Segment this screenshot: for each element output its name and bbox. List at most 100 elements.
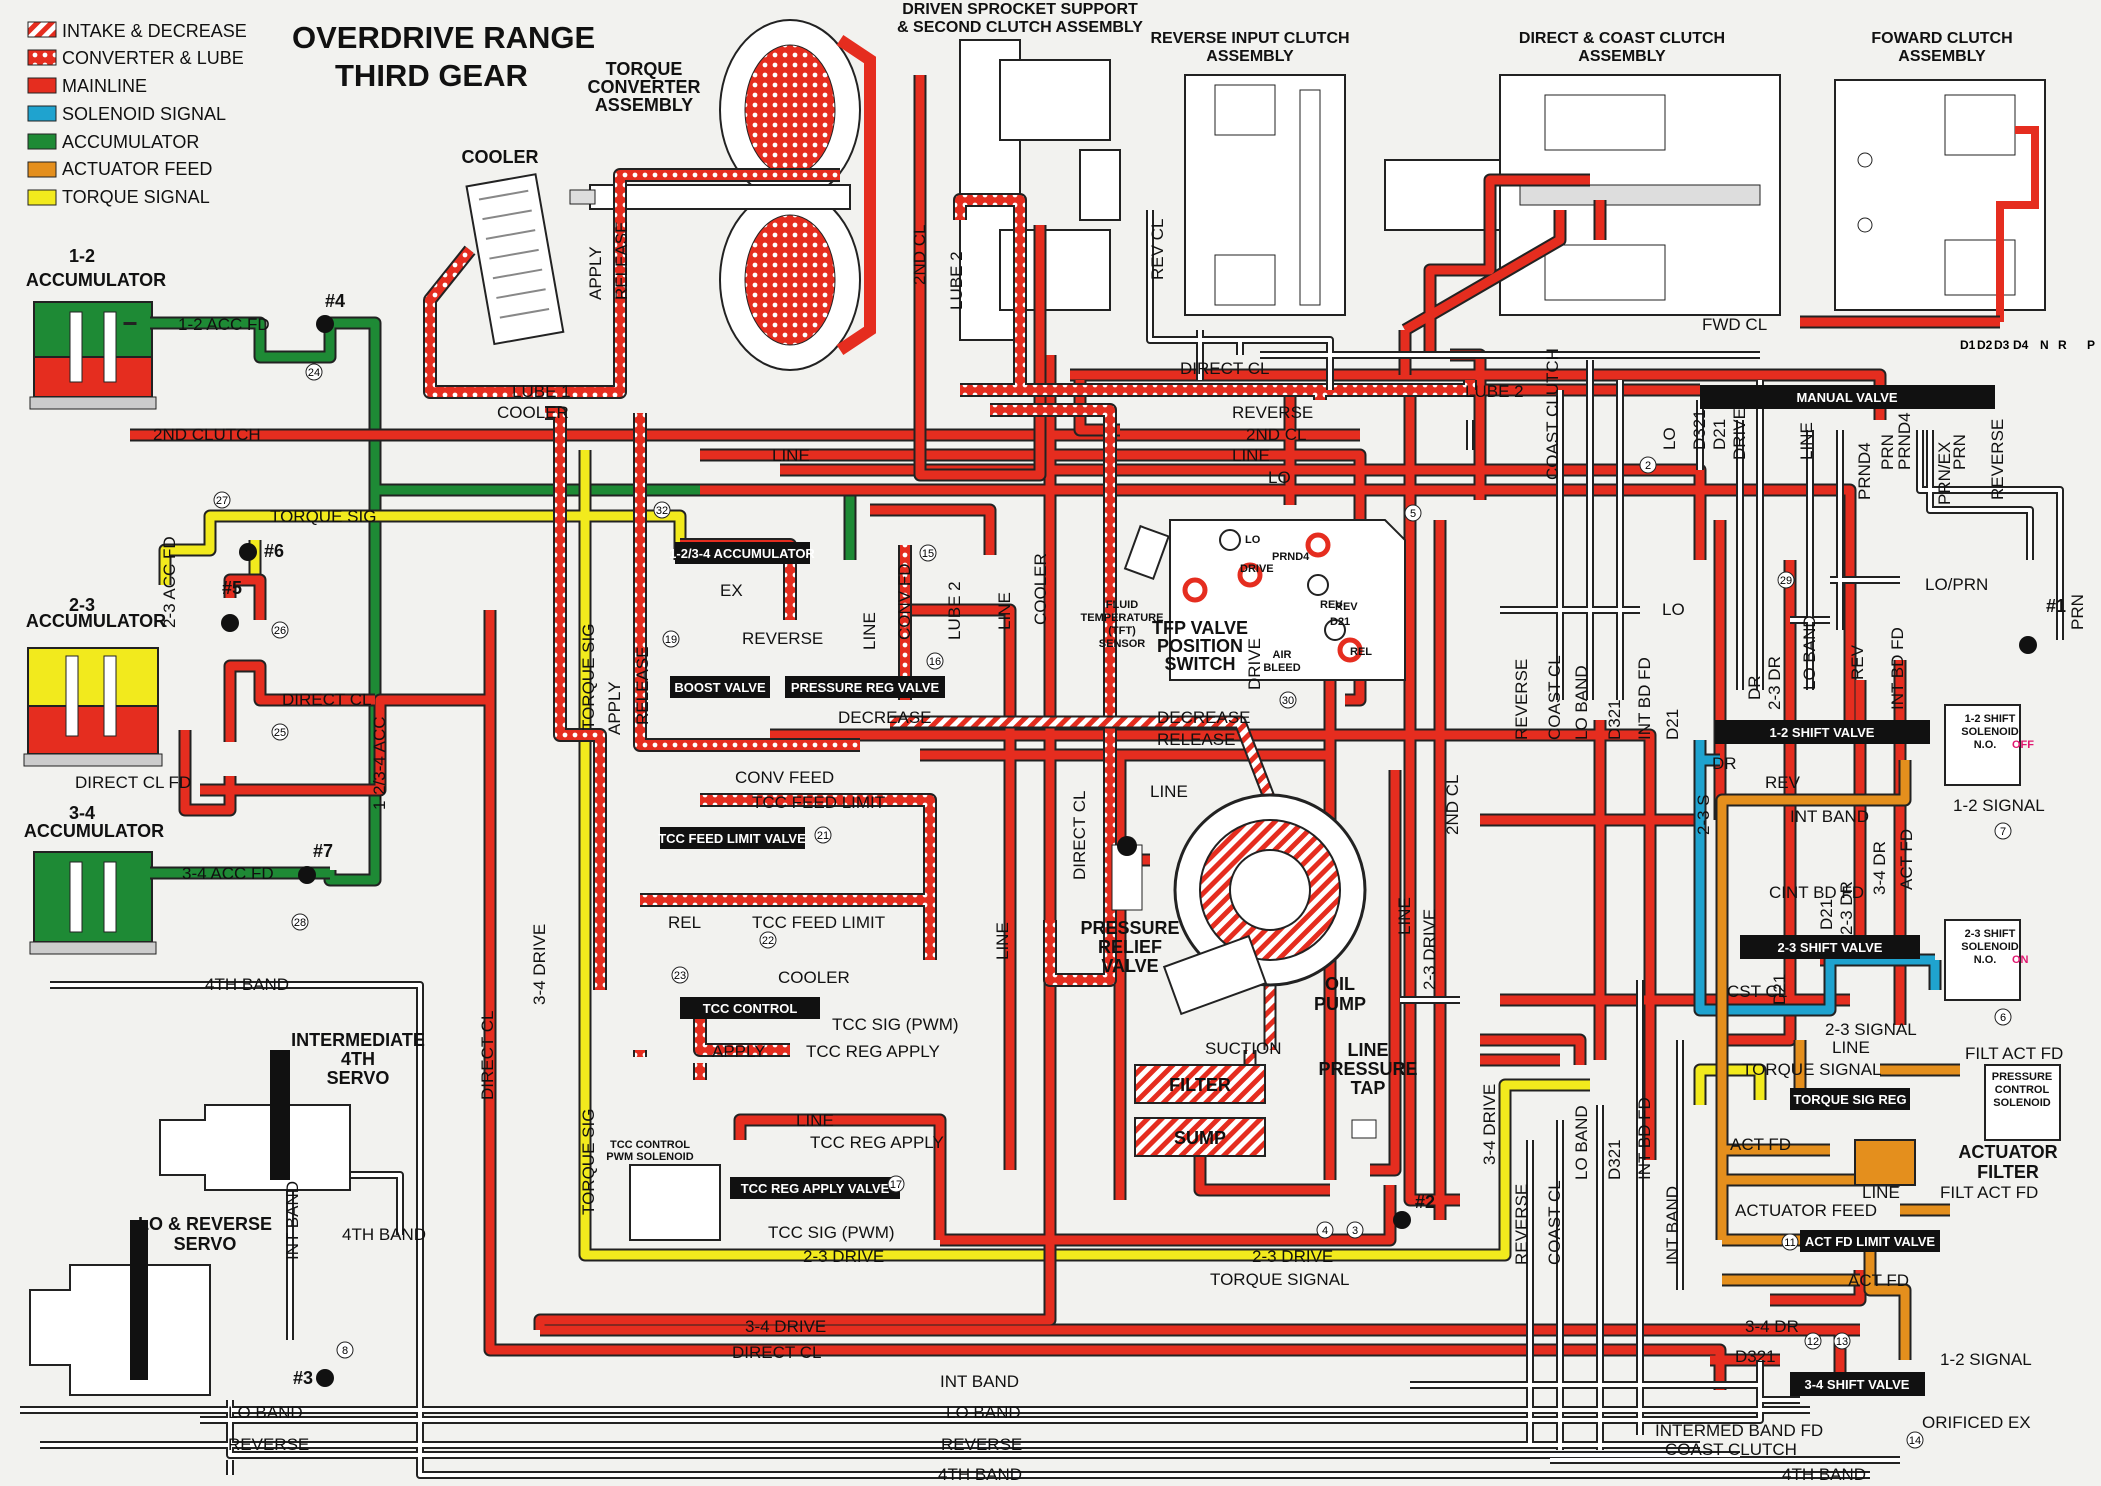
label-text: PWM SOLENOID bbox=[606, 1151, 693, 1163]
label-text: 22 bbox=[762, 935, 774, 947]
orifice-19: 19 bbox=[662, 630, 680, 648]
label-text: 2-3 bbox=[69, 595, 95, 615]
orifice-15: 15 bbox=[919, 544, 937, 562]
legend-mainline: MAINLINE bbox=[62, 76, 147, 96]
actuator-filter: ACTUATOR FILTER bbox=[1854, 1139, 2058, 1186]
label-text: APPLY bbox=[605, 681, 624, 735]
label-text: #1 bbox=[2046, 596, 2066, 616]
label-text: 1-2/3-4 ACC bbox=[370, 716, 389, 810]
label-text: (TFT) bbox=[1108, 625, 1136, 637]
manual-positions: D1 D2 D3 D4 N R P bbox=[1960, 338, 2095, 352]
label-text: ACT FD bbox=[1897, 829, 1916, 890]
label-text: 30 bbox=[1282, 695, 1294, 707]
label-text: PRN bbox=[1878, 434, 1897, 470]
valve-torque-sig-reg bbox=[1790, 1088, 1910, 1110]
label-text: 1-2 bbox=[69, 246, 95, 266]
label-text: 3-4 DRIVE bbox=[745, 1317, 826, 1336]
label-text: 2ND CL bbox=[1246, 425, 1306, 444]
orifice-7: 7 bbox=[1994, 822, 2012, 840]
label-text: SERVO bbox=[327, 1068, 390, 1088]
legend-torque: TORQUE SIGNAL bbox=[62, 187, 210, 207]
label-text: LO BAND bbox=[1800, 615, 1819, 690]
label-text: REV bbox=[1765, 773, 1801, 792]
forward-clutch-assembly: FOWARD CLUTCH ASSEMBLY bbox=[1834, 30, 2046, 322]
label-text: PRND4 bbox=[1895, 412, 1914, 470]
orifice-29: 29 bbox=[1777, 571, 1795, 589]
checkball-1 bbox=[2019, 636, 2037, 654]
label-text: D321 bbox=[1735, 1347, 1776, 1366]
label-text: LUBE 2 bbox=[947, 251, 966, 310]
label-text: LINE bbox=[1797, 422, 1816, 460]
orifice-22: 22 bbox=[759, 931, 777, 949]
label-text: COOLER bbox=[1031, 553, 1050, 625]
pressure-relief-valve: PRESSURE RELIEF VALVE bbox=[1080, 836, 1180, 976]
lo-reverse-servo: LO & REVERSE SERVO bbox=[29, 1214, 272, 1396]
label-text: CONV FEED bbox=[735, 768, 834, 787]
label-text: ACTUATOR FEED bbox=[1735, 1201, 1877, 1220]
shift-solenoid-2-3 bbox=[1944, 919, 2021, 1001]
label-text: LO bbox=[1268, 468, 1291, 487]
label-text: LINE bbox=[860, 612, 879, 650]
label-text: TORQUE SIG REG bbox=[1793, 1092, 1906, 1107]
label-text: 27 bbox=[216, 495, 228, 507]
label-text: 3-4 DR bbox=[1870, 841, 1889, 895]
label-text: COOLER bbox=[497, 403, 569, 422]
label-text: TCC FEED LIMIT VALVE bbox=[658, 831, 806, 846]
label-text: ASSEMBLY bbox=[595, 95, 693, 115]
valve-act-fd-limit bbox=[1800, 1230, 1940, 1252]
label-text: LINE bbox=[993, 922, 1012, 960]
label-text: 2-3 SHIFT bbox=[1965, 928, 2016, 940]
label-text: 11 bbox=[1784, 1237, 1795, 1249]
label-text: 2-3 S bbox=[1694, 794, 1713, 835]
label-text: CINT BD FD bbox=[1769, 883, 1864, 902]
label-text: 13 bbox=[1836, 1336, 1848, 1348]
label-text: LINE bbox=[1862, 1183, 1900, 1202]
label-text: TORQUE SIGNAL bbox=[1742, 1060, 1882, 1079]
label-text: SUCTION bbox=[1205, 1039, 1282, 1058]
label-text: #4 bbox=[325, 291, 345, 311]
label-text: 1-2 SHIFT VALVE bbox=[1770, 725, 1875, 740]
label-text: ACCUMULATOR bbox=[26, 270, 166, 290]
label-text: 3-4 SHIFT VALVE bbox=[1805, 1377, 1910, 1392]
valve-shift-2-3 bbox=[1740, 935, 1920, 959]
label-text: DECREASE bbox=[838, 708, 932, 727]
label-text: INT BD FD bbox=[1888, 627, 1907, 710]
label-text: INT BAND bbox=[940, 1372, 1019, 1391]
label-text: 2-3 DR bbox=[1837, 881, 1856, 935]
orifice-14: 14 bbox=[1906, 1431, 1924, 1449]
label-text: 21 bbox=[817, 830, 829, 842]
label-text: DIRECT & COAST CLUTCH bbox=[1519, 30, 1725, 47]
label-text: TORQUE bbox=[606, 59, 683, 79]
label-text: CST CL bbox=[1727, 982, 1787, 1001]
label-text: #5 bbox=[222, 578, 242, 598]
label-text: RELEASE bbox=[1157, 730, 1235, 749]
label-text: TCC SIG (PWM) bbox=[768, 1223, 895, 1242]
label-text: DIRECT CL FD bbox=[75, 773, 191, 792]
label-text: 19 bbox=[665, 634, 677, 646]
shift-solenoid-1-2 bbox=[1944, 704, 2021, 786]
label-text: D321 bbox=[1605, 699, 1624, 740]
label-text: DRIVE bbox=[1730, 408, 1749, 460]
label-text: TCC CONTROL bbox=[703, 1001, 798, 1016]
orifice-17: 17 bbox=[887, 1175, 905, 1193]
label-text: 3-4 DRIVE bbox=[1480, 1084, 1499, 1165]
checkball-3 bbox=[316, 1369, 334, 1387]
legend-accumulator: ACCUMULATOR bbox=[62, 132, 199, 152]
valve-manual bbox=[1700, 385, 1995, 409]
label-text: D21 bbox=[1817, 899, 1836, 930]
label-text: REVERSE bbox=[1512, 1184, 1531, 1265]
label-text: LUBE 2 bbox=[945, 581, 964, 640]
label-text: SOLENOID bbox=[1961, 726, 2019, 738]
label-text: 2-3 DRIVE bbox=[1420, 909, 1439, 990]
label-text: LUBE 1 bbox=[512, 382, 571, 401]
orifice-4: 4 bbox=[1316, 1221, 1334, 1239]
label-text: LO bbox=[1660, 427, 1679, 450]
label-text: LINE bbox=[1232, 446, 1270, 465]
checkballs: #4 #6 #5 #7 #2 #3 #1 bbox=[221, 291, 2066, 1388]
label-text: LUBE 2 bbox=[1465, 382, 1524, 401]
pressure-control-solenoid bbox=[1984, 1064, 2061, 1141]
label-text: REVERSE INPUT CLUTCH bbox=[1150, 30, 1349, 47]
label-text: DIRECT CL bbox=[1180, 359, 1269, 378]
label-text: 8 bbox=[342, 1345, 348, 1357]
label-text: COAST CL bbox=[1545, 655, 1564, 740]
